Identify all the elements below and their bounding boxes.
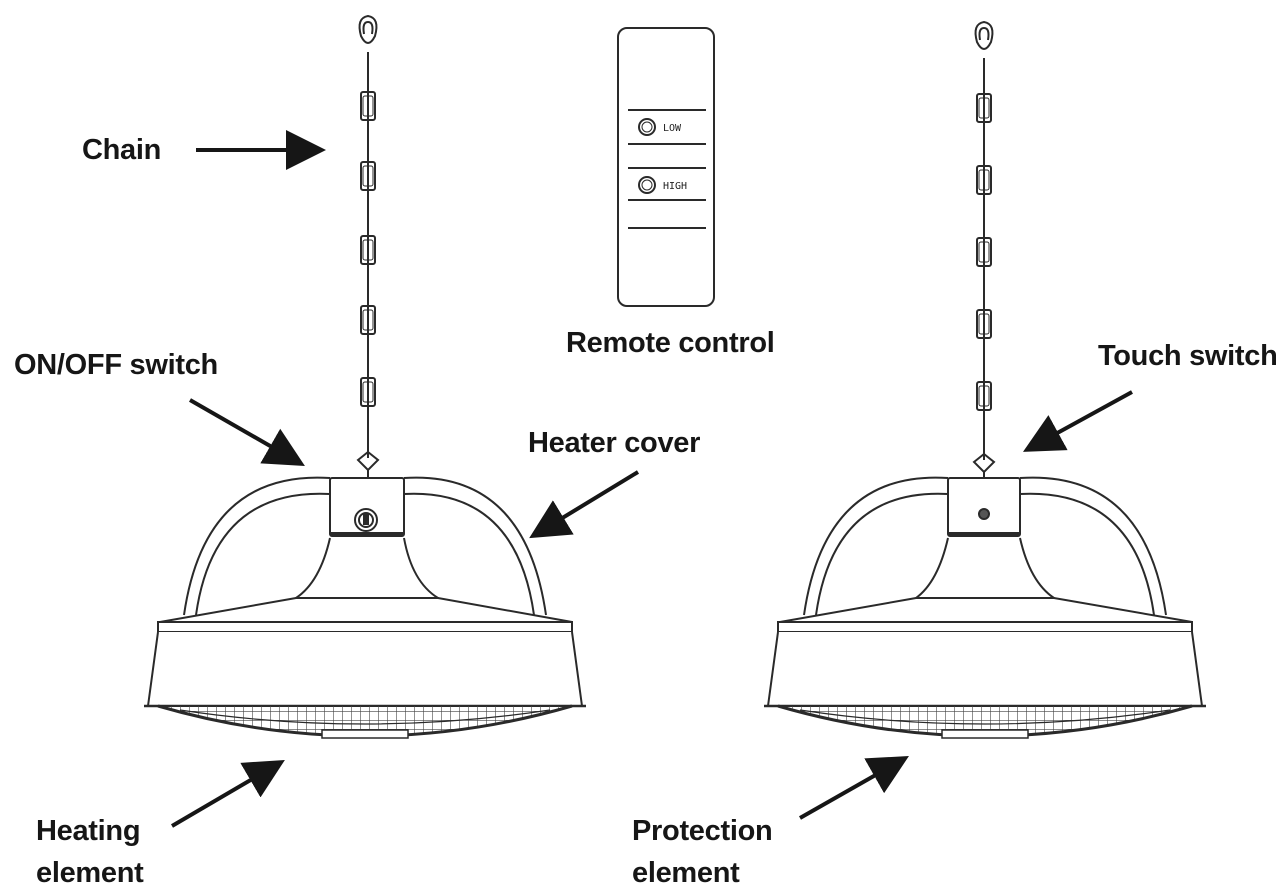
arrow-heater-cover	[529, 470, 640, 539]
chain-links	[972, 58, 996, 478]
chain-links	[356, 52, 380, 478]
heater-right	[764, 20, 1206, 739]
label-protection-element: Protection element	[632, 815, 773, 889]
hanging-hook-icon	[974, 20, 994, 50]
low-button-icon	[638, 118, 656, 136]
arrow-on-off-switch	[189, 398, 305, 466]
remote-low-label: LOW	[663, 123, 682, 134]
remote-high-label: HIGH	[663, 181, 687, 192]
on-off-switch-icon	[354, 508, 378, 532]
arrow-protection-element	[799, 756, 909, 820]
heater-left	[144, 14, 586, 739]
label-heater-cover: Heater cover	[528, 427, 701, 459]
label-chain: Chain	[82, 134, 162, 166]
label-heating-element: Heating element	[36, 815, 144, 889]
label-touch-switch: Touch switch	[1098, 340, 1276, 372]
arrow-heating-element	[170, 759, 285, 828]
high-button-icon	[638, 176, 656, 194]
label-remote-control: Remote control	[566, 327, 775, 359]
touch-switch-icon	[978, 508, 990, 520]
label-on-off-switch: ON/OFF switch	[14, 349, 218, 381]
remote-control-drawing: LOW HIGH	[617, 27, 715, 307]
protection-element-grille	[777, 704, 1193, 739]
arrow-touch-switch	[1022, 390, 1133, 452]
hanging-hook-icon	[358, 14, 378, 44]
heating-element-grille	[157, 704, 573, 739]
